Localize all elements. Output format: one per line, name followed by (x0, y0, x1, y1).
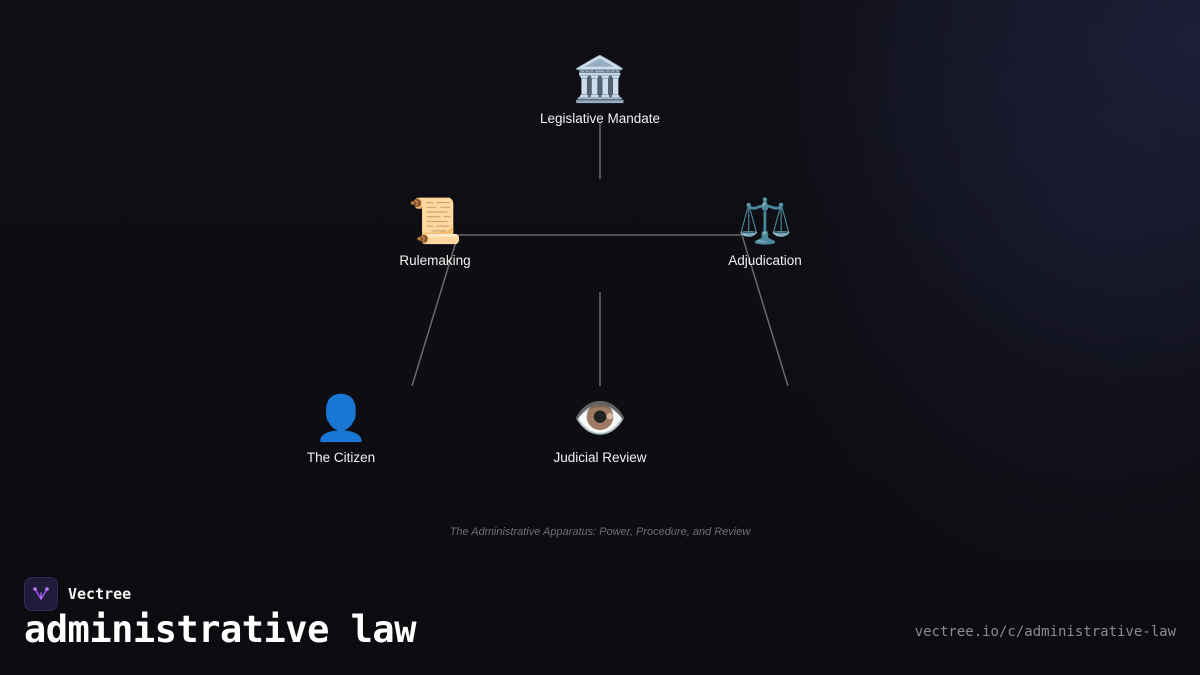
source-url: vectree.io/c/administrative-law (914, 624, 1176, 640)
node-rulemaking: 📜 Rulemaking (335, 196, 535, 269)
node-label: Judicial Review (553, 450, 647, 465)
balance-scale-icon: ⚖️ (737, 196, 793, 247)
node-label: The Citizen (306, 450, 376, 465)
brand: Vectree (24, 577, 131, 611)
node-label: Legislative Mandate (539, 111, 661, 126)
node-label: Rulemaking (399, 253, 471, 268)
node-label: Adjudication (728, 253, 802, 268)
node-the-citizen: 👤 The Citizen (241, 393, 441, 466)
classical-building-icon: 🏛️ (572, 54, 628, 105)
node-judicial-review: 👁️ Judicial Review (500, 393, 700, 466)
brand-name: Vectree (68, 585, 132, 603)
node-legislative-mandate: 🏛️ Legislative Mandate (500, 54, 700, 127)
eye-icon: 👁️ (572, 393, 628, 444)
connector-adjudication-to-right (741, 234, 789, 387)
scroll-icon: 📜 (407, 196, 463, 247)
node-adjudication: ⚖️ Adjudication (665, 196, 865, 269)
vectree-logo-icon (24, 577, 58, 611)
diagram-caption: The Administrative Apparatus: Power, Pro… (449, 526, 751, 538)
page-title: administrative law (24, 608, 416, 651)
person-silhouette-icon: 👤 (313, 393, 369, 444)
connector-rulemaking-to-citizen (411, 234, 459, 387)
